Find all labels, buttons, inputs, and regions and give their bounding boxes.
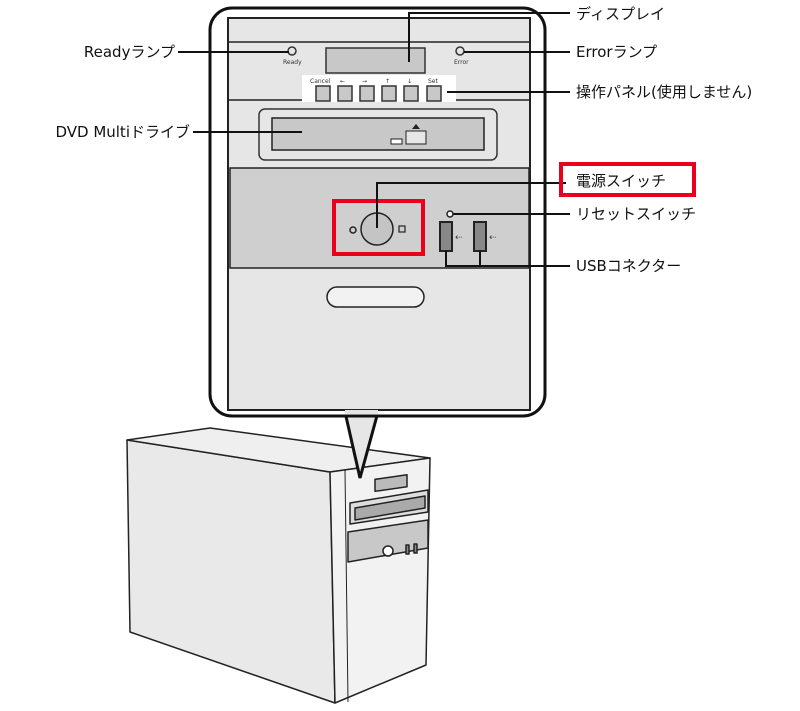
dvd-eject-led — [390, 138, 403, 145]
panel-button-right[interactable] — [359, 85, 375, 102]
usb-icon: ⇠ — [489, 233, 497, 243]
operation-buttons: Cancel ← → ↑ ↓ Set — [310, 78, 442, 102]
button-label-cancel: Cancel — [310, 78, 331, 85]
usb-port-1[interactable] — [439, 221, 453, 252]
dvd-eject-button[interactable] — [405, 130, 427, 145]
tower-illustration — [126, 427, 431, 704]
label-display: ディスプレイ — [576, 5, 665, 23]
tower-side-face — [126, 439, 336, 704]
power-switch-highlight — [332, 199, 425, 256]
label-usb-connector: USBコネクター — [576, 257, 681, 275]
label-power-switch-highlight — [559, 162, 696, 197]
eject-icon — [412, 124, 420, 129]
dvd-drive-tray — [271, 117, 485, 151]
label-operation-panel: 操作パネル(使用しません) — [576, 83, 752, 101]
label-error-lamp: Errorランプ — [576, 43, 657, 61]
label-ready-lamp: Readyランプ — [84, 43, 175, 61]
label-power-switch: 電源スイッチ — [576, 172, 666, 190]
reset-switch[interactable] — [446, 210, 454, 218]
display-screen — [325, 47, 426, 74]
bay-slot — [326, 286, 425, 308]
button-label-set: Set — [428, 78, 439, 85]
button-label-right: → — [362, 78, 367, 85]
usb-port-2[interactable] — [473, 221, 487, 252]
usb-icon: ⇠ — [455, 233, 463, 243]
button-label-left: ← — [340, 78, 345, 85]
panel-button-set[interactable] — [426, 85, 442, 102]
button-label-down: ↓ — [407, 78, 412, 85]
label-dvd-drive: DVD Multiドライブ — [55, 123, 190, 141]
button-label-up: ↑ — [385, 78, 390, 85]
power-icon — [349, 226, 357, 234]
panel-button-cancel[interactable] — [315, 85, 331, 102]
panel-button-down[interactable] — [403, 85, 419, 102]
error-lamp-label: Error — [454, 59, 469, 66]
leader-lines — [178, 12, 570, 267]
ready-lamp-label: Ready — [283, 59, 302, 66]
panel-button-up[interactable] — [381, 85, 397, 102]
panel-button-left[interactable] — [337, 85, 353, 102]
label-reset-switch: リセットスイッチ — [576, 205, 696, 223]
standby-icon — [398, 225, 406, 233]
